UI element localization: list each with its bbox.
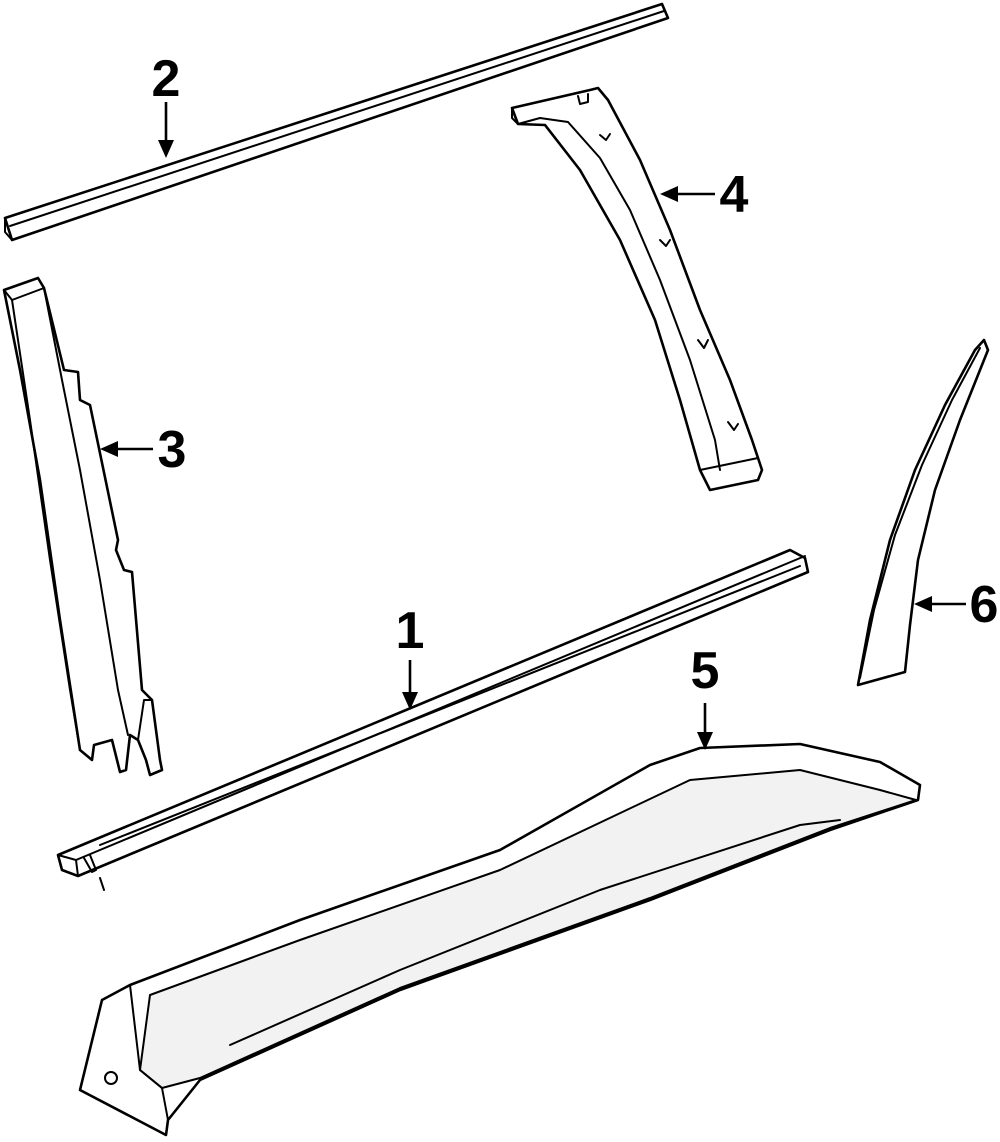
part-3-pillar-trim[interactable] <box>2 276 164 777</box>
callout-leaders <box>100 102 966 750</box>
callout-2: 2 <box>152 50 181 108</box>
callout-1: 1 <box>396 602 425 660</box>
part-4-pillar-trim[interactable] <box>510 86 764 492</box>
part-1-belt-molding[interactable] <box>56 548 810 891</box>
part-2-molding[interactable] <box>3 2 670 242</box>
part-6-trim[interactable] <box>856 338 990 687</box>
callout-5: 5 <box>691 642 720 700</box>
part-5-rocker-panel[interactable] <box>78 742 922 1137</box>
callout-4: 4 <box>720 166 749 224</box>
callout-3: 3 <box>158 421 187 479</box>
callout-6: 6 <box>970 576 999 634</box>
